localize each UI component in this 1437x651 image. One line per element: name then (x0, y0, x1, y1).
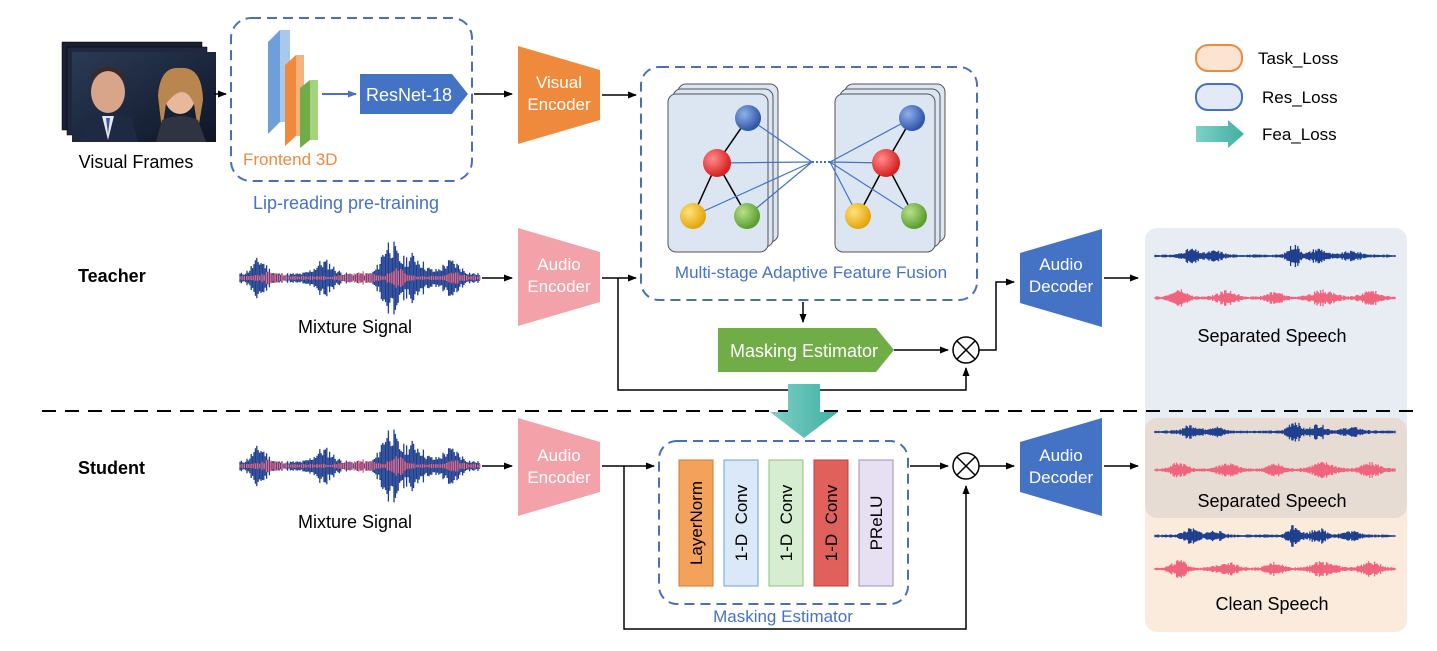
speech-wave-blue (1154, 422, 1396, 442)
left-yellow-node (680, 203, 706, 229)
legend-task-loss-swatch (1195, 44, 1243, 72)
right-blue-node (899, 105, 925, 131)
prelu-block (858, 459, 894, 587)
visual-frames-label: Visual Frames (79, 152, 194, 172)
conv1d-block-2-label: 1-D Conv (777, 484, 796, 561)
teacher-audio-decoder-label-1: Audio (1039, 255, 1082, 274)
clean-waveform-blue (1154, 525, 1396, 547)
clean-speech-label: Clean Speech (1215, 594, 1328, 614)
legend: Task_Loss Res_Loss Fea_Loss (1195, 44, 1338, 148)
legend-task-loss-label: Task_Loss (1258, 49, 1338, 68)
visual-encoder-label-2: Encoder (527, 95, 591, 114)
left-red-node (703, 149, 731, 177)
speech-wave-blue (1154, 525, 1396, 547)
speech-wave-blue (1154, 244, 1396, 268)
feature-loss-arrow (770, 384, 838, 438)
teacher-output-waveform-pink (1154, 289, 1396, 307)
visual-encoder-label-1: Visual (536, 73, 582, 92)
student-audio-encoder-label-1: Audio (537, 446, 580, 465)
fusion-graph-left (667, 83, 813, 253)
student-audio-decoder-label-1: Audio (1039, 446, 1082, 465)
teacher-audio-encoder-label-1: Audio (537, 255, 580, 274)
prelu-block-label: PReLU (867, 496, 886, 551)
fusion-graph-right (829, 83, 946, 253)
teacher-output-label: Separated Speech (1197, 326, 1346, 346)
mixture-wave-blue (239, 429, 481, 503)
legend-fea-loss-label: Fea_Loss (1262, 125, 1337, 144)
clean-waveform-pink (1154, 560, 1396, 578)
feature-fusion-box (640, 66, 978, 301)
frontend-3d-label: Frontend 3D (243, 150, 338, 169)
teacher-output-waveform-blue (1154, 244, 1396, 268)
teacher-masking-estimator-block (718, 328, 894, 372)
legend-res-loss-label: Res_Loss (1262, 88, 1338, 107)
lip-reading-pretraining-label: Lip-reading pre-training (253, 193, 439, 213)
legend-fea-loss-arrow (1196, 120, 1244, 148)
student-audio-encoder-label-2: Encoder (527, 468, 591, 487)
student-audio-encoder-block (518, 418, 600, 516)
teacher-mixture-waveform (239, 241, 481, 315)
student-output-waveform-blue (1154, 422, 1396, 442)
student-masking-blocks: LayerNorm 1-D Conv 1-D Conv 1-D Conv PReLU (678, 459, 894, 587)
student-masking-estimator-box (658, 440, 909, 605)
mixture-wave-pink (239, 456, 481, 476)
teacher-multiply-icon (952, 336, 980, 364)
conv1d-block-1-label: 1-D Conv (732, 484, 751, 561)
resnet-18-block (360, 74, 468, 114)
conv1d-block-1 (723, 459, 759, 587)
visual-encoder-block (518, 46, 600, 144)
teacher-audio-decoder-block (1020, 229, 1102, 327)
teacher-audio-encoder-block (518, 228, 600, 326)
lip-reading-pretraining-box (230, 17, 473, 182)
legend-res-loss-swatch (1195, 83, 1243, 111)
student-mixture-waveform (239, 429, 481, 503)
mixture-wave-pink (239, 268, 481, 288)
layernorm-block-label: LayerNorm (687, 481, 706, 565)
layernorm-block (678, 459, 714, 587)
student-output-waveform-pink (1154, 461, 1396, 479)
feature-fusion-label: Multi-stage Adaptive Feature Fusion (675, 263, 947, 282)
conv1d-block-2 (768, 459, 804, 587)
mixture-wave-blue (239, 241, 481, 315)
right-green-node (901, 203, 927, 229)
left-blue-node (735, 105, 761, 131)
speech-wave-pink (1154, 461, 1396, 479)
visual-frames-image (61, 41, 216, 142)
conv1d-block-3-label: 1-D Conv (822, 484, 841, 561)
teacher-audio-encoder-label-2: Encoder (527, 277, 591, 296)
resnet-18-label: ResNet-18 (366, 85, 452, 105)
frontend-3d-icon (268, 30, 318, 148)
student-multiply-icon (952, 452, 980, 480)
left-green-node (734, 203, 760, 229)
teacher-audio-decoder-label-2: Decoder (1029, 277, 1094, 296)
speech-wave-pink (1154, 560, 1396, 578)
student-audio-decoder-block (1020, 418, 1102, 516)
right-yellow-node (845, 203, 871, 229)
teacher-label: Teacher (78, 266, 146, 286)
right-red-node (872, 149, 900, 177)
student-masking-estimator-label: Masking Estimator (713, 607, 853, 626)
teacher-masking-estimator-label: Masking Estimator (730, 341, 878, 361)
conv1d-block-3 (813, 459, 849, 587)
student-mixture-label: Mixture Signal (298, 512, 412, 532)
speech-wave-pink (1154, 289, 1396, 307)
student-output-label: Separated Speech (1197, 491, 1346, 511)
student-label: Student (78, 458, 145, 478)
teacher-mixture-label: Mixture Signal (298, 317, 412, 337)
student-audio-decoder-label-2: Decoder (1029, 468, 1094, 487)
